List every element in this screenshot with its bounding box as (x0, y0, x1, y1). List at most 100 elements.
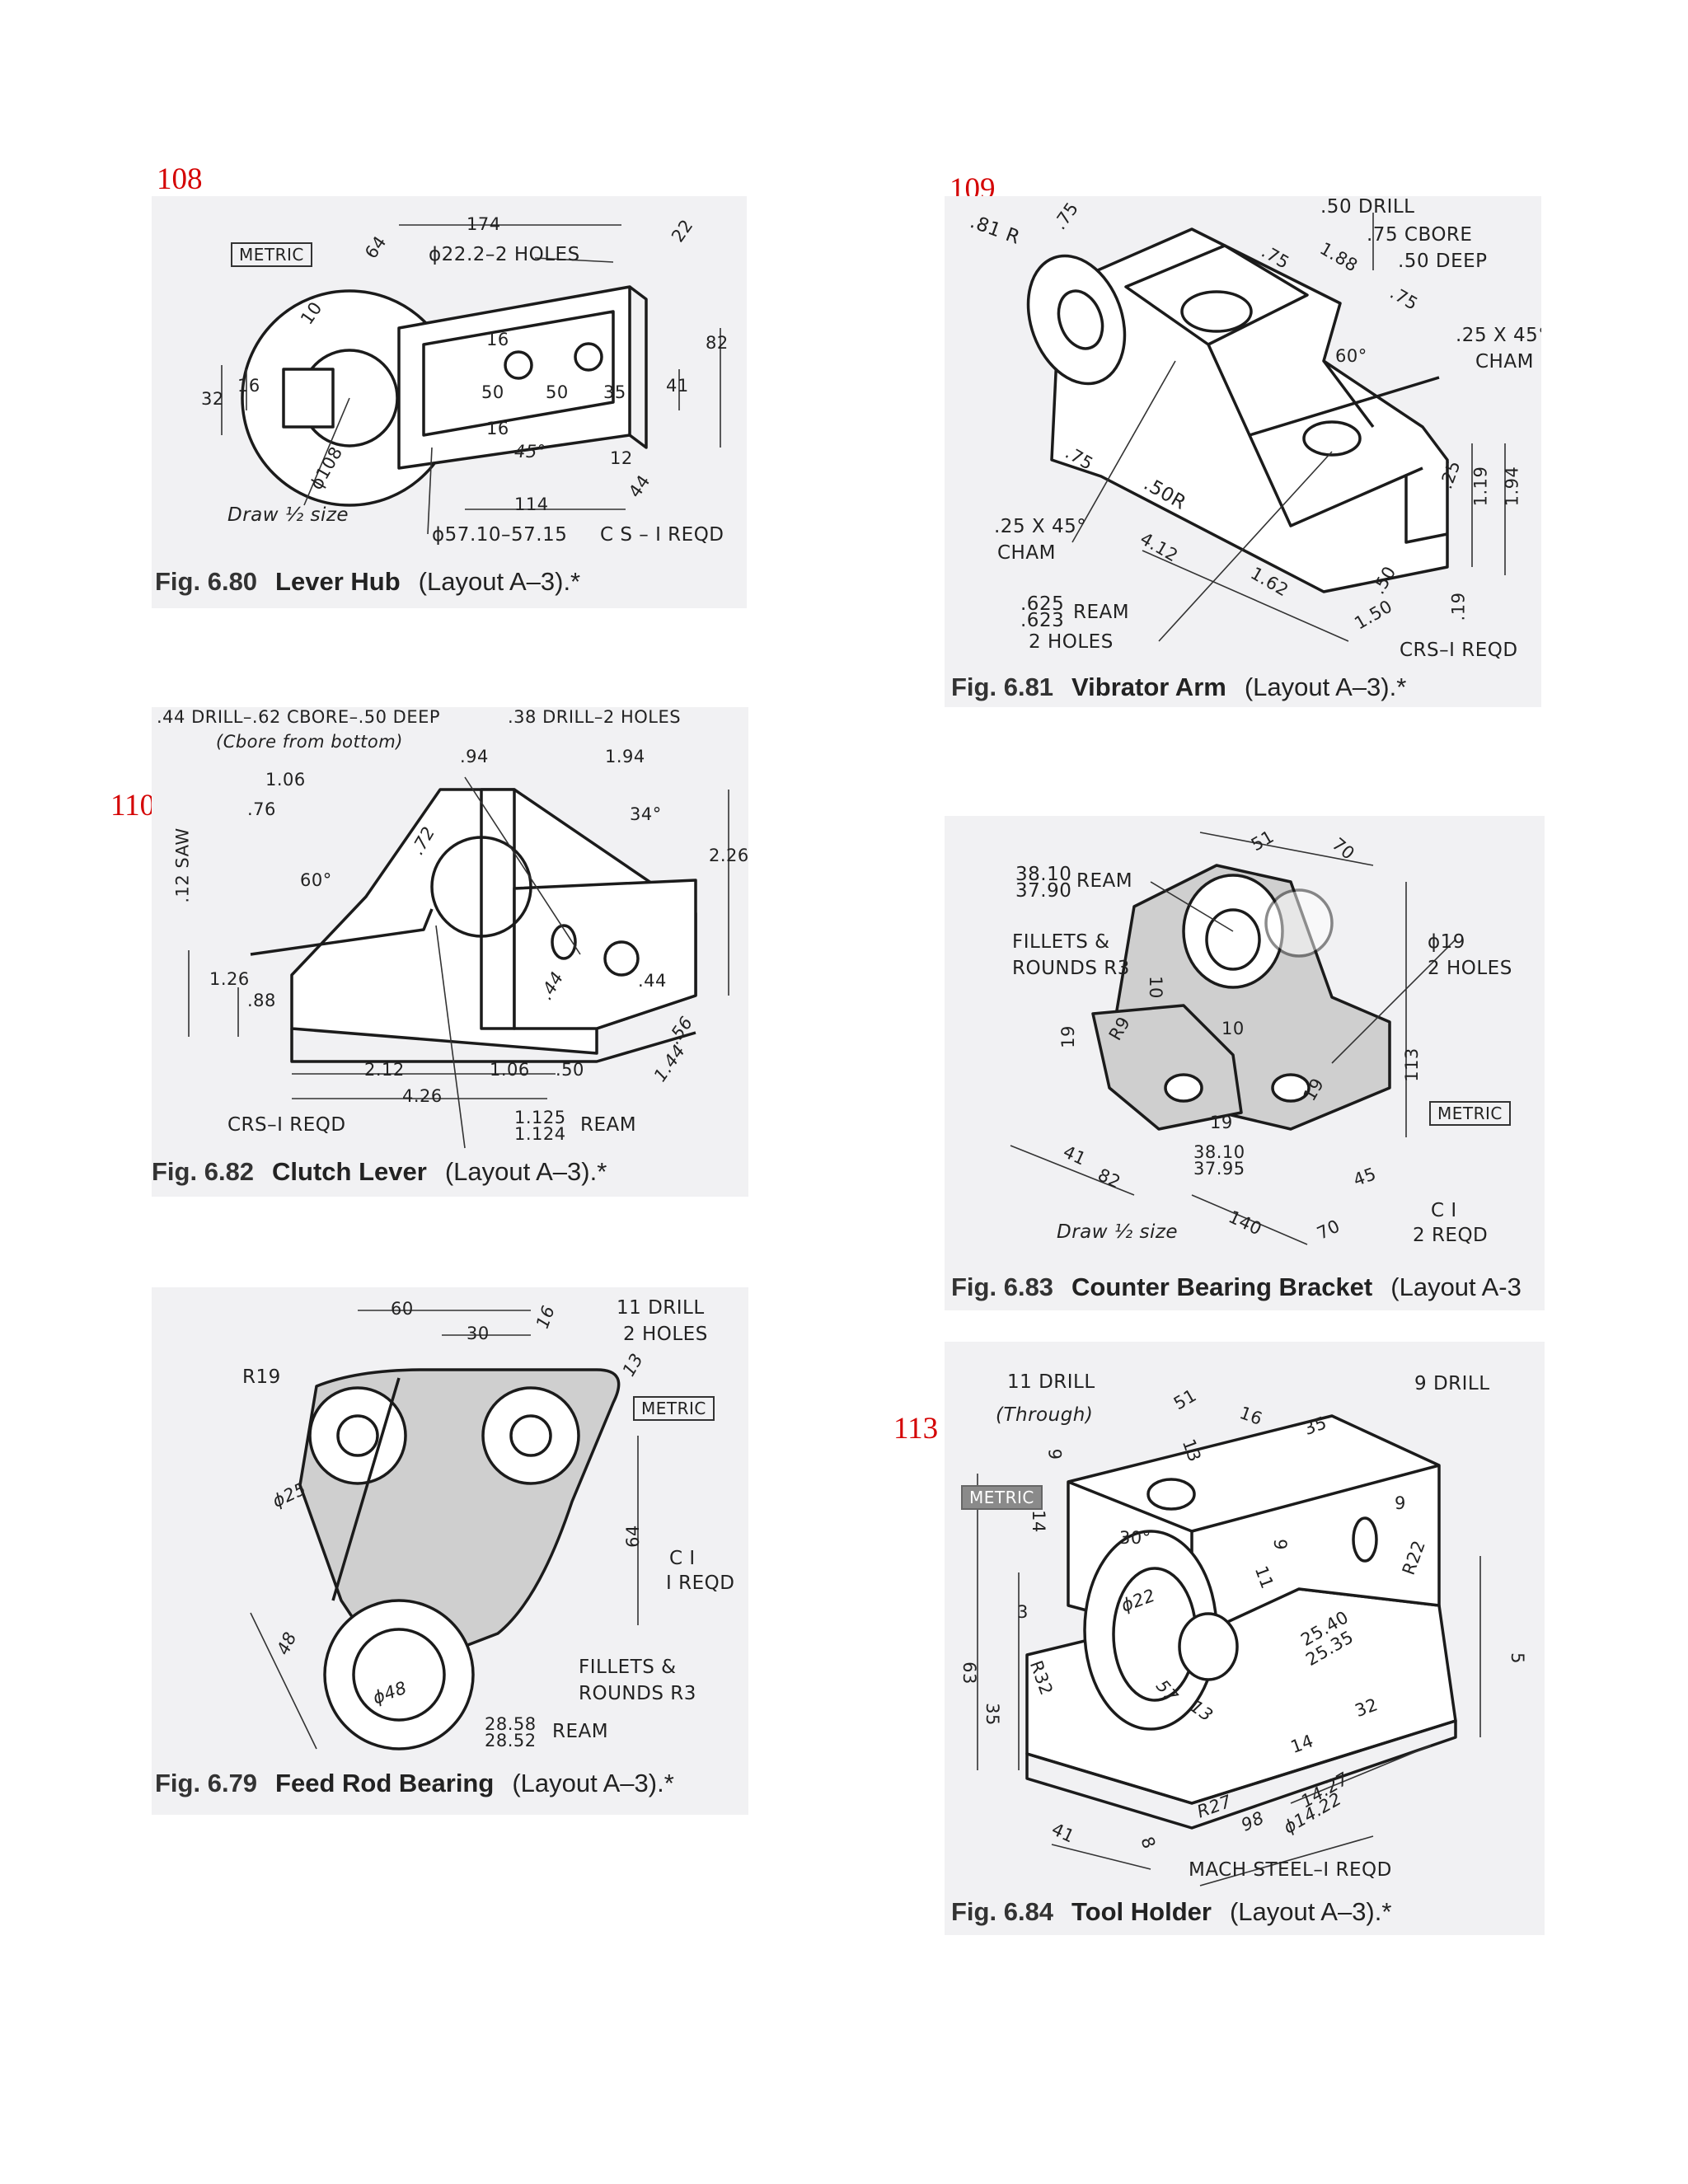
holes-note: ϕ22.2–2 HOLES (429, 244, 580, 265)
drill-note: .50 DRILL (1320, 196, 1415, 218)
req-note: C S – I REQD (600, 524, 724, 546)
dim-114: 114 (514, 494, 549, 514)
cham-note-top: .25 X 45° (1456, 325, 1541, 346)
figure-number: Fig. 6.79 (155, 1769, 258, 1797)
saw-note: .12 SAW (172, 827, 193, 903)
dim-16-mid: 16 (486, 419, 509, 438)
dim-63: 63 (959, 1661, 979, 1685)
dim-3810: 38.10 (1193, 1142, 1245, 1162)
figure-layout: (Layout A–3).* (1244, 673, 1407, 701)
drawing-panel-tool-holder: 11 DRILL (Through) 51 16 35 9 DRILL 9 13… (945, 1342, 1545, 1935)
bore-note: ϕ57.10–57.15 (432, 524, 568, 546)
figure-number: Fig. 6.82 (152, 1157, 255, 1186)
dim-50-a: 50 (481, 382, 504, 402)
rounds-note: ROUNDS R3 (579, 1683, 696, 1704)
drawing-panel-feed-rod-bearing: 60 30 16 11 DRILL 2 HOLES R19 13 METRIC … (152, 1287, 748, 1815)
deep-note: .50 DEEP (1398, 251, 1488, 272)
dim-106-top: 1.06 (265, 770, 306, 790)
drill-note: 11 DRILL (617, 1297, 705, 1319)
dim-44-b: .44 (638, 971, 667, 991)
dim-106-bottom: 1.06 (490, 1060, 530, 1080)
dim-64: 64 (622, 1525, 643, 1548)
figure-layout: (Layout A-3 (1390, 1272, 1522, 1301)
holes-note: 2 HOLES (1029, 631, 1114, 653)
drill-9-note: 9 DRILL (1414, 1373, 1490, 1394)
clutch-lever-drawing (188, 776, 729, 1149)
drill-note: 11 DRILL (1007, 1371, 1095, 1393)
dim-9-b: 9 (1269, 1539, 1290, 1550)
cbore-note: .75 CBORE (1367, 224, 1473, 246)
holes-note: 2 HOLES (623, 1324, 708, 1345)
figure-number: Fig. 6.81 (951, 673, 1054, 701)
fillets-note: FILLETS & (579, 1657, 677, 1678)
angle-34: 34° (630, 804, 662, 824)
counter-bearing-bracket-drawing (1010, 832, 1456, 1245)
ci-note: C I (1431, 1200, 1457, 1221)
dim-16-top: 16 (486, 330, 509, 349)
dim-41: 41 (666, 376, 689, 396)
dim-10: 10 (1145, 976, 1165, 999)
dim-3: 3 (1017, 1602, 1029, 1622)
figure-title: Vibrator Arm (1071, 673, 1226, 701)
figure-layout: (Layout A–3).* (1229, 1897, 1392, 1926)
problem-number: 108 (157, 162, 203, 196)
cham-note-left-2: CHAM (997, 542, 1056, 564)
dim-10-mid: 10 (1221, 1019, 1245, 1038)
dia-19-note: ϕ19 (1428, 931, 1465, 953)
angle-30: 30° (1119, 1528, 1151, 1548)
figure-caption: Fig. 6.83 Counter Bearing Bracket (Layout … (951, 1272, 1522, 1302)
figure-title: Lever Hub (275, 567, 401, 596)
ream-lower: .623 (1020, 610, 1065, 631)
metric-tag: METRIC (231, 242, 312, 267)
ream-upper: 38.10 (1015, 864, 1072, 885)
ream-label: REAM (1073, 602, 1130, 623)
scale-note: Draw ½ size (1057, 1221, 1179, 1243)
req-note: I REQD (666, 1572, 735, 1594)
req-note: CRS–I REQD (227, 1114, 346, 1136)
ream-label: REAM (580, 1114, 637, 1136)
dim-426: 4.26 (402, 1086, 443, 1106)
cham-note-top-2: CHAM (1475, 351, 1534, 373)
dim-19: .19 (1448, 592, 1469, 621)
dim-45-deg: 45° (514, 442, 546, 462)
dim-60: 60 (391, 1299, 414, 1319)
dim-194: 1.94 (605, 747, 645, 766)
vibrator-arm-drawing (1026, 213, 1506, 642)
dim-6: 6 (1045, 1448, 1066, 1460)
note-top-drill: .38 DRILL–2 HOLES (508, 707, 682, 727)
ream-upper: 28.58 (485, 1714, 537, 1734)
drawing-panel-lever-hub: METRIC 174 64 22 ϕ22.2–2 HOLES 10 16 16 … (152, 196, 747, 608)
figure-number: Fig. 6.84 (951, 1897, 1054, 1926)
angle-60: 60° (1335, 346, 1367, 366)
through-note: (Through) (996, 1404, 1094, 1426)
rounds-note: ROUNDS R3 (1012, 958, 1130, 979)
metric-tag: METRIC (1429, 1101, 1511, 1126)
figure-number: Fig. 6.83 (951, 1272, 1054, 1301)
fillets-note: FILLETS & (1012, 931, 1110, 953)
ream-lower: 1.124 (514, 1124, 566, 1144)
dim-32: 32 (201, 389, 224, 409)
figure-caption: Fig. 6.84 Tool Holder (Layout A–3).* (951, 1897, 1391, 1927)
ream-upper: 1.125 (514, 1108, 566, 1127)
dim-113: 113 (1401, 1047, 1422, 1082)
dim-50: .50 (556, 1060, 584, 1080)
dim-88: .88 (247, 991, 276, 1010)
problem-number: 113 (893, 1412, 939, 1446)
figure-title: Tool Holder (1071, 1897, 1212, 1926)
note-cbore-bottom: (Cbore from bottom) (216, 732, 403, 752)
figure-title: Feed Rod Bearing (275, 1769, 495, 1797)
ci-note: C I (669, 1548, 696, 1569)
req-note: MACH STEEL–I REQD (1189, 1859, 1392, 1881)
ream-lower: 37.90 (1015, 880, 1072, 902)
note-top-cbore: .44 DRILL–.62 CBORE–.50 DEEP (157, 707, 441, 727)
figure-title: Counter Bearing Bracket (1071, 1272, 1373, 1301)
req-note: 2 REQD (1413, 1225, 1489, 1246)
metric-tag: METRIC (961, 1485, 1043, 1510)
dim-12: 12 (610, 448, 633, 468)
tool-holder-drawing (977, 1414, 1481, 1886)
lever-hub-drawing (221, 224, 721, 535)
figure-layout: (Layout A–3).* (418, 567, 581, 596)
